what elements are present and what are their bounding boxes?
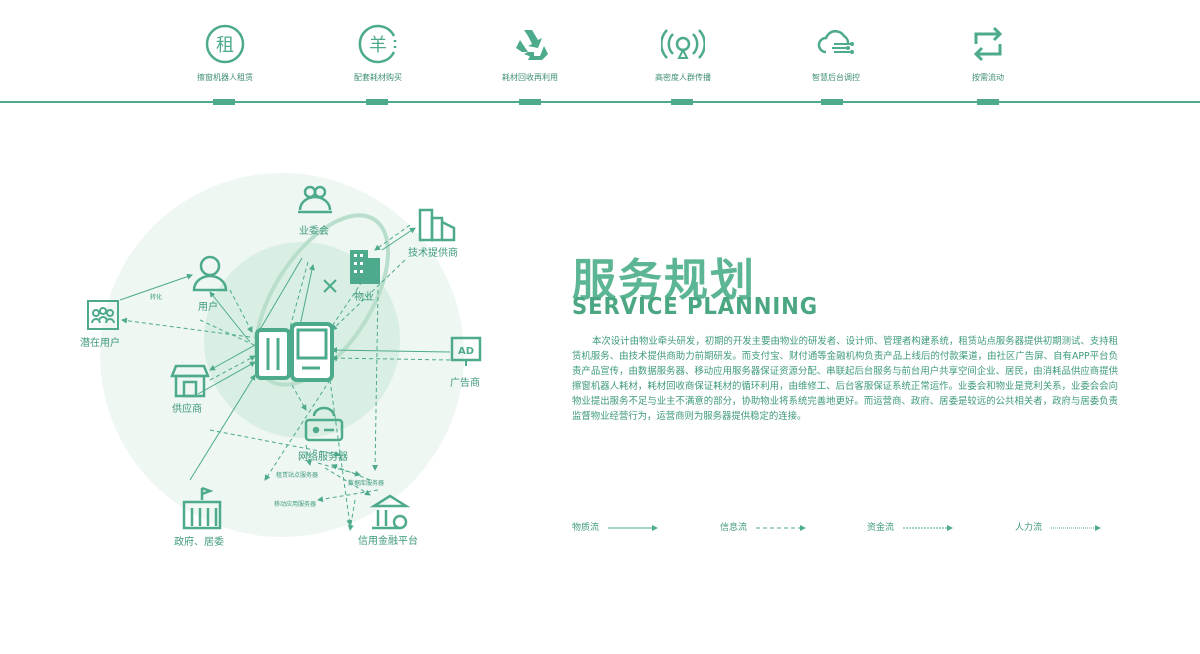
step-label: 配套耗材购买 <box>354 73 402 82</box>
timeline-marker <box>213 99 235 105</box>
label-mobile-server: 移动应用服务器 <box>274 501 317 508</box>
node-property: 物业 <box>354 292 374 303</box>
step-label: 智慧后台调控 <box>812 73 860 82</box>
yuan-icon: 羊 <box>358 24 397 64</box>
government-building-icon <box>182 486 222 530</box>
rent-icon: 租 <box>205 24 245 64</box>
recycle-icon <box>516 30 548 60</box>
step-label: 高密度人群传播 <box>655 73 711 82</box>
legend-human-flow: 人力流 <box>1015 520 1103 533</box>
tools-icon <box>323 279 337 293</box>
node-network-server: 网络服务器 <box>298 452 348 463</box>
step-swap: 按需流动 <box>928 22 1048 83</box>
node-user: 用户 <box>198 302 218 313</box>
label-db-server: 数据库服务器 <box>348 480 385 487</box>
node-finance-platform: 信用金融平台 <box>358 536 418 547</box>
svg-text:租: 租 <box>216 35 234 56</box>
step-label: 耗材回收再利用 <box>502 73 558 82</box>
legend-information-flow: 信息流 <box>720 520 808 533</box>
flow-lines <box>119 224 451 531</box>
legend-label: 物质流 <box>572 523 600 533</box>
user-icon <box>192 255 228 292</box>
timeline-marker <box>977 99 999 105</box>
step-label: 擦窗机器人租赁 <box>197 73 253 82</box>
legend-label: 信息流 <box>720 523 748 533</box>
timeline-marker <box>821 99 843 105</box>
finance-bank-icon <box>369 494 411 530</box>
label-convert: 转化 <box>150 294 163 301</box>
legend-label: 资金流 <box>867 523 895 533</box>
dashed-arrow-icon <box>755 524 806 531</box>
description-paragraph: 本次设计由物业牵头研发，初期的开发主要由物业的研发者、设计师、管理者构建系统，租… <box>572 336 1118 422</box>
solid-arrow-icon <box>607 524 658 531</box>
page-title: 服务规划 <box>572 255 756 306</box>
step-rent: 租 擦窗机器人租赁 <box>165 22 285 83</box>
node-government: 政府、居委 <box>174 537 224 548</box>
node-committee: 业委会 <box>299 226 329 237</box>
core-ellipse <box>254 213 390 387</box>
service-diagram: AD 业委会 技术提供商 <box>70 170 550 560</box>
top-process-bar: 租 擦窗机器人租赁 羊 配套耗材购买 耗材回收再利用 高密度人群传播 <box>0 0 1200 110</box>
node-tech-provider: 技术提供商 <box>408 248 458 259</box>
step-cloud: 智慧后台调控 <box>776 22 896 83</box>
svg-text:羊: 羊 <box>369 35 387 56</box>
central-device-icon <box>255 322 334 382</box>
legend-label: 人力流 <box>1015 523 1043 533</box>
step-broadcast: 高密度人群传播 <box>623 22 743 83</box>
timeline-line <box>0 101 1200 103</box>
supplier-store-icon <box>170 364 210 398</box>
timeline-marker <box>671 99 693 105</box>
ad-icon: AD <box>450 336 482 366</box>
page-title-english: SERVICE PLANNING <box>572 294 819 320</box>
potential-user-icon <box>87 300 119 330</box>
step-consumables: 羊 配套耗材购买 <box>318 22 438 83</box>
node-advertiser: 广告商 <box>450 378 480 389</box>
cloud-icon <box>817 29 854 54</box>
tech-provider-icon <box>418 208 456 242</box>
svg-text:AD: AD <box>458 346 474 357</box>
legend-material-flow: 物质流 <box>572 520 660 533</box>
committee-icon <box>298 185 332 214</box>
step-label: 按需流动 <box>972 73 1004 82</box>
router-icon <box>304 406 344 442</box>
timeline-marker <box>519 99 541 105</box>
diagram-graphics: AD <box>87 173 482 537</box>
step-recycle: 耗材回收再利用 <box>470 22 590 83</box>
dense-dash-arrow-icon <box>902 524 953 531</box>
timeline-marker <box>366 99 388 105</box>
broadcast-icon <box>661 29 705 59</box>
node-potential-user: 潜在用户 <box>80 338 120 349</box>
dotted-arrow-icon <box>1050 524 1101 531</box>
label-rental-server: 租赁站点服务器 <box>276 472 319 479</box>
node-supplier: 供应商 <box>172 404 202 415</box>
swap-icon <box>973 26 1003 62</box>
property-building-icon <box>350 250 380 284</box>
legend-capital-flow: 资金流 <box>867 520 955 533</box>
